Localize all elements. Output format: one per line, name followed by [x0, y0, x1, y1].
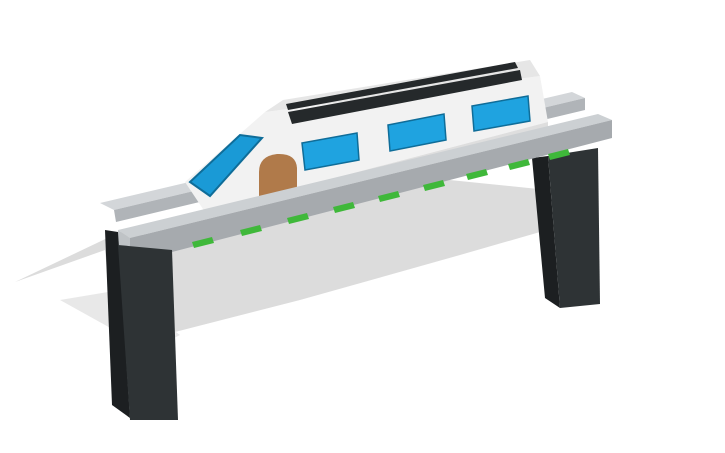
tab	[423, 180, 445, 191]
train-window-1	[301, 132, 360, 171]
tab	[287, 213, 309, 224]
tab	[333, 202, 355, 213]
tab	[548, 149, 570, 160]
tab	[508, 159, 530, 170]
tab	[240, 225, 262, 236]
tab	[192, 237, 214, 248]
tab	[466, 169, 488, 180]
front-beam-front	[130, 120, 612, 252]
train-window-2	[387, 113, 447, 152]
left-pillar-front	[118, 245, 178, 420]
tab	[378, 191, 400, 202]
roof-stripe-2	[286, 62, 518, 110]
front-beam-top	[118, 114, 612, 238]
left-pillar-side	[105, 230, 130, 418]
right-pillar-front	[548, 148, 600, 308]
track-tabs	[192, 149, 570, 248]
train-nose-window	[188, 133, 265, 198]
right-pillar-side	[532, 156, 560, 308]
train-door	[259, 153, 297, 198]
roof-stripe-1	[288, 70, 522, 124]
train-window-3	[471, 95, 531, 132]
